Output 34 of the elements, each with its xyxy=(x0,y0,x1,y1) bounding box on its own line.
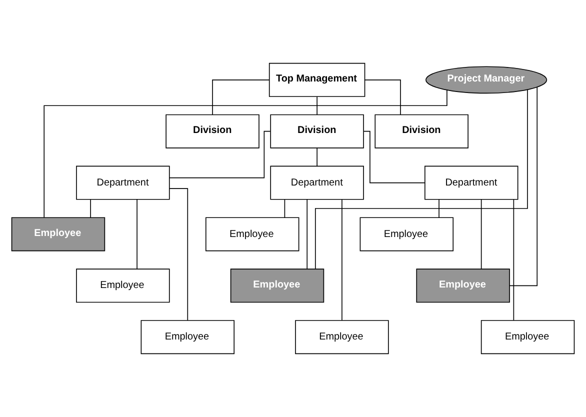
connector xyxy=(169,188,188,321)
connector xyxy=(363,130,426,184)
node-box: Employee xyxy=(205,217,300,252)
node-ellipse: Project Manager xyxy=(426,66,548,94)
node-box: Employee xyxy=(295,320,389,354)
connector xyxy=(169,130,271,178)
node-box: Employee xyxy=(140,320,235,354)
node-box: Employee xyxy=(230,268,324,303)
node-box: Employee xyxy=(11,217,106,252)
connector xyxy=(438,199,440,218)
node-box: Division xyxy=(270,114,364,148)
node-box: Employee xyxy=(480,320,575,354)
node-box: Department xyxy=(424,166,518,200)
connector xyxy=(212,80,270,115)
connector xyxy=(136,199,138,270)
connector xyxy=(44,90,448,218)
node-box: Employee xyxy=(76,268,170,303)
connector xyxy=(364,80,401,115)
connector xyxy=(314,89,528,270)
node-box: Department xyxy=(270,166,364,200)
node-box: Division xyxy=(374,114,468,148)
connector xyxy=(513,199,514,321)
connector xyxy=(509,86,538,286)
connector xyxy=(316,96,318,116)
connector xyxy=(480,199,482,270)
node-box: Division xyxy=(166,114,260,148)
node-box: Employee xyxy=(416,268,510,303)
connector xyxy=(90,199,91,218)
connector xyxy=(306,199,308,270)
connector xyxy=(284,199,286,218)
node-box: Top Management xyxy=(268,62,366,97)
node-box: Department xyxy=(76,166,170,200)
connector xyxy=(316,148,318,166)
node-box: Employee xyxy=(360,217,454,252)
